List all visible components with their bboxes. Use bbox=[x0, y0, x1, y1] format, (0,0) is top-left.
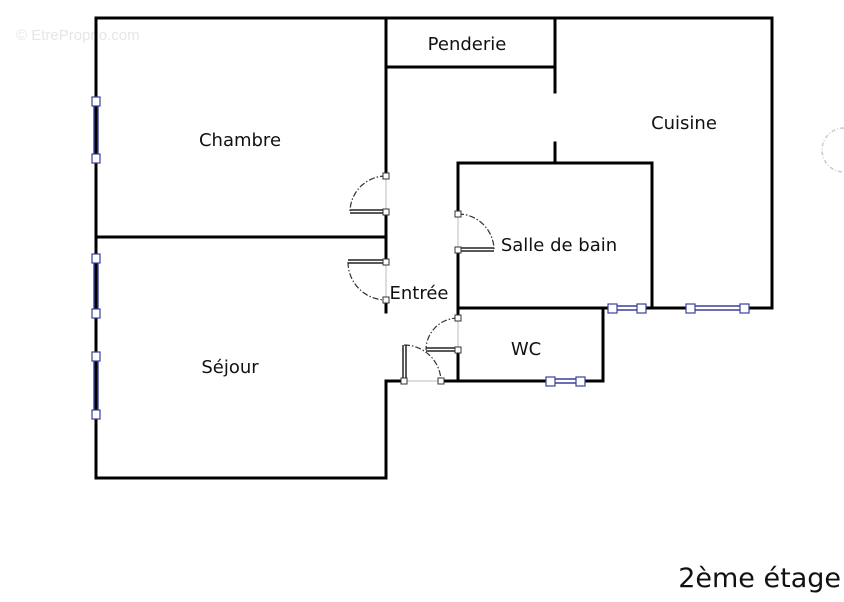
window-salle-de-bain bbox=[607, 303, 647, 314]
walls bbox=[94, 16, 774, 480]
door-sejour bbox=[347, 258, 390, 304]
window-wc bbox=[545, 376, 586, 387]
door-entree bbox=[400, 344, 445, 385]
door-wc bbox=[425, 314, 462, 354]
room-label-penderie: Penderie bbox=[428, 34, 507, 55]
door-chambre bbox=[349, 172, 390, 216]
room-label-entree: Entrée bbox=[390, 283, 449, 304]
window-cuisine bbox=[685, 303, 750, 314]
compass-mark-icon bbox=[821, 127, 844, 173]
window-chambre-left bbox=[91, 96, 101, 164]
window-sejour-upper bbox=[91, 253, 101, 319]
room-label-salle-de-bain: Salle de bain bbox=[501, 235, 617, 256]
door-salle-de-bain bbox=[454, 210, 495, 254]
room-label-sejour: Séjour bbox=[201, 357, 259, 378]
room-label-wc: WC bbox=[511, 339, 541, 360]
floor-level-label: 2ème étage bbox=[678, 563, 841, 594]
watermark-text: © EtreProprio.com bbox=[16, 27, 140, 44]
window-sejour-lower bbox=[91, 351, 101, 420]
room-label-cuisine: Cuisine bbox=[651, 113, 717, 134]
room-label-chambre: Chambre bbox=[199, 130, 281, 151]
